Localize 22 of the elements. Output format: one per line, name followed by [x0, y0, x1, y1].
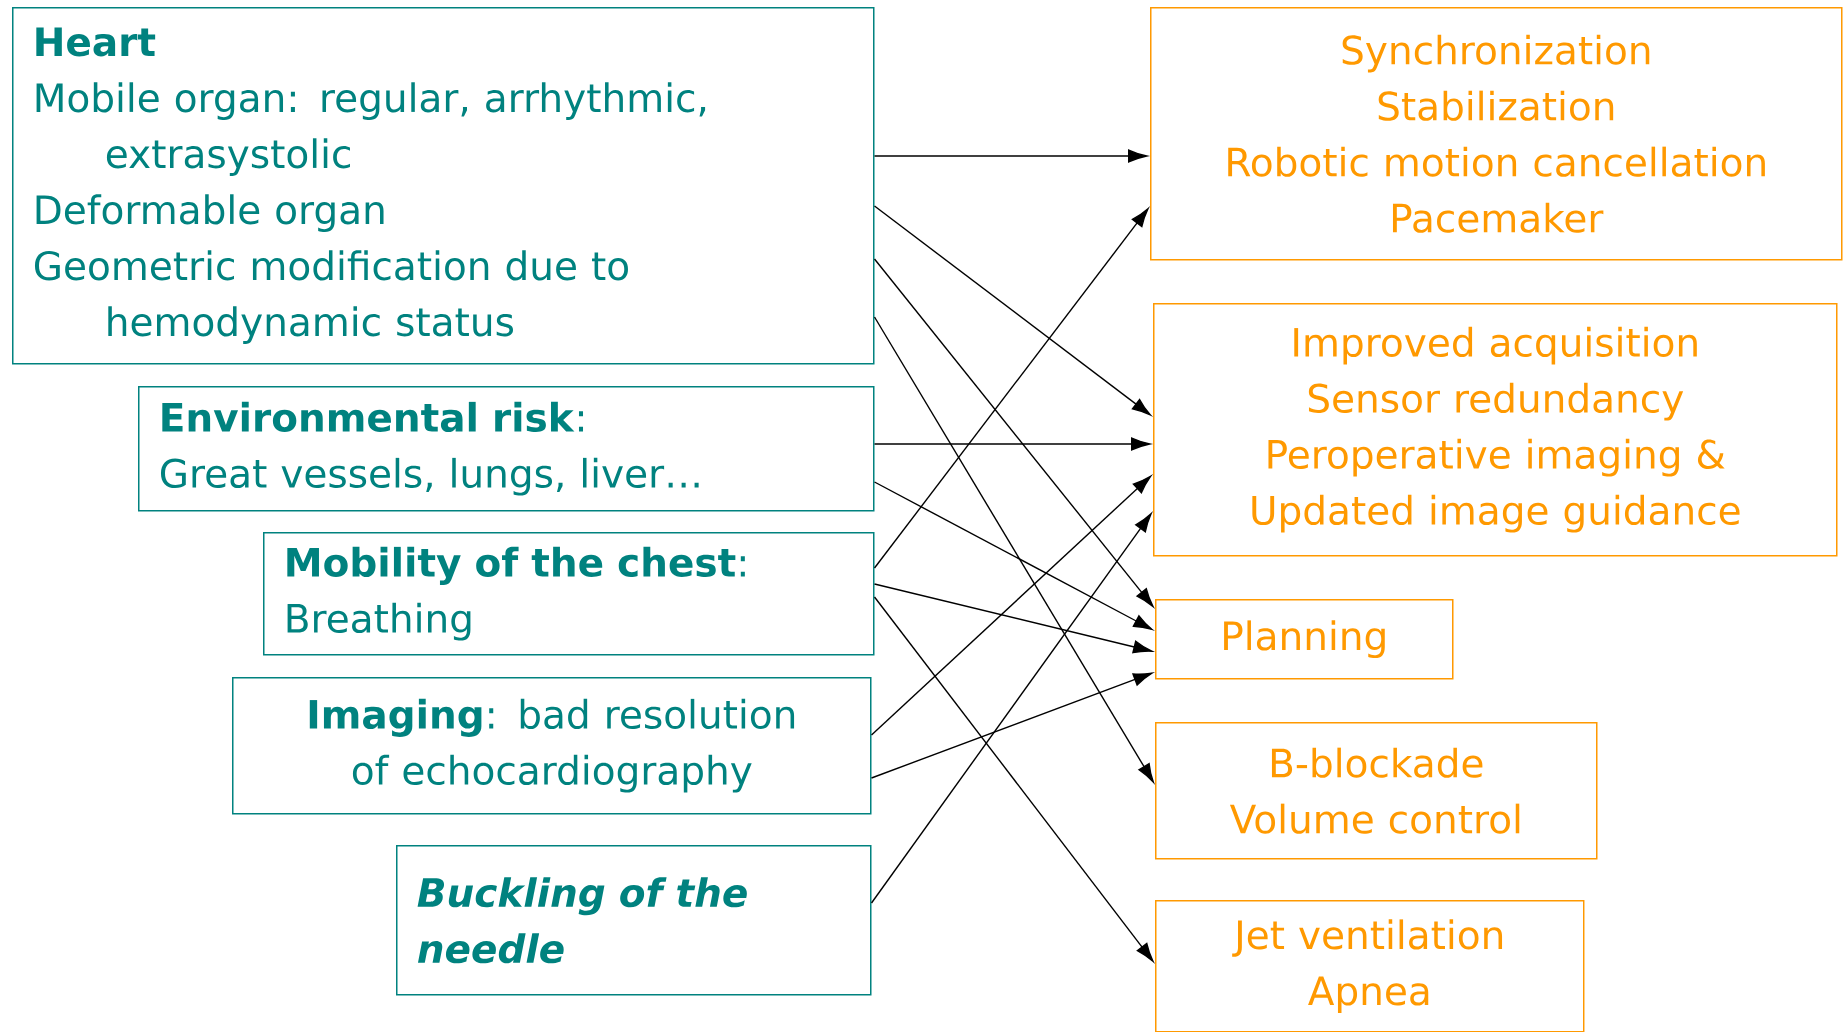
- arrow: [873, 208, 1149, 569]
- solution-box: Synchronization Stabilization Robotic motion cancellation Pacemaker: [1150, 7, 1843, 261]
- solution-box: Improved acquisition Sensor redundancy Peroperative imaging & Updated image guidance: [1153, 303, 1838, 557]
- arrow: [873, 481, 1153, 631]
- arrow: [873, 149, 1148, 163]
- factor-box: Heart Mobile organ: regular, arrhythmic, extrasystolic Deformable organ Geometric modification due to hemodynamic status: [12, 7, 875, 365]
- factor-box: Imaging: bad resolution of echocardiography: [232, 677, 872, 815]
- solution-box: B-blockade Volume control: [1155, 722, 1598, 860]
- factor-box: Buckling of the needle: [396, 845, 872, 996]
- factor-box: Environmental risk: Great vessels, lungs, liver…: [138, 386, 875, 512]
- arrow: [870, 513, 1152, 904]
- arrow: [873, 258, 1154, 608]
- arrow: [873, 316, 1154, 783]
- arrow: [873, 437, 1151, 451]
- arrow: [873, 596, 1154, 963]
- arrow: [873, 583, 1153, 654]
- solution-box: Jet ventilation Apnea: [1155, 900, 1585, 1032]
- factor-box: Mobility of the chest: Breathing: [263, 532, 875, 656]
- solution-box: Planning: [1155, 599, 1454, 680]
- arrow: [870, 475, 1152, 736]
- arrow: [870, 672, 1153, 779]
- arrow: [873, 205, 1151, 416]
